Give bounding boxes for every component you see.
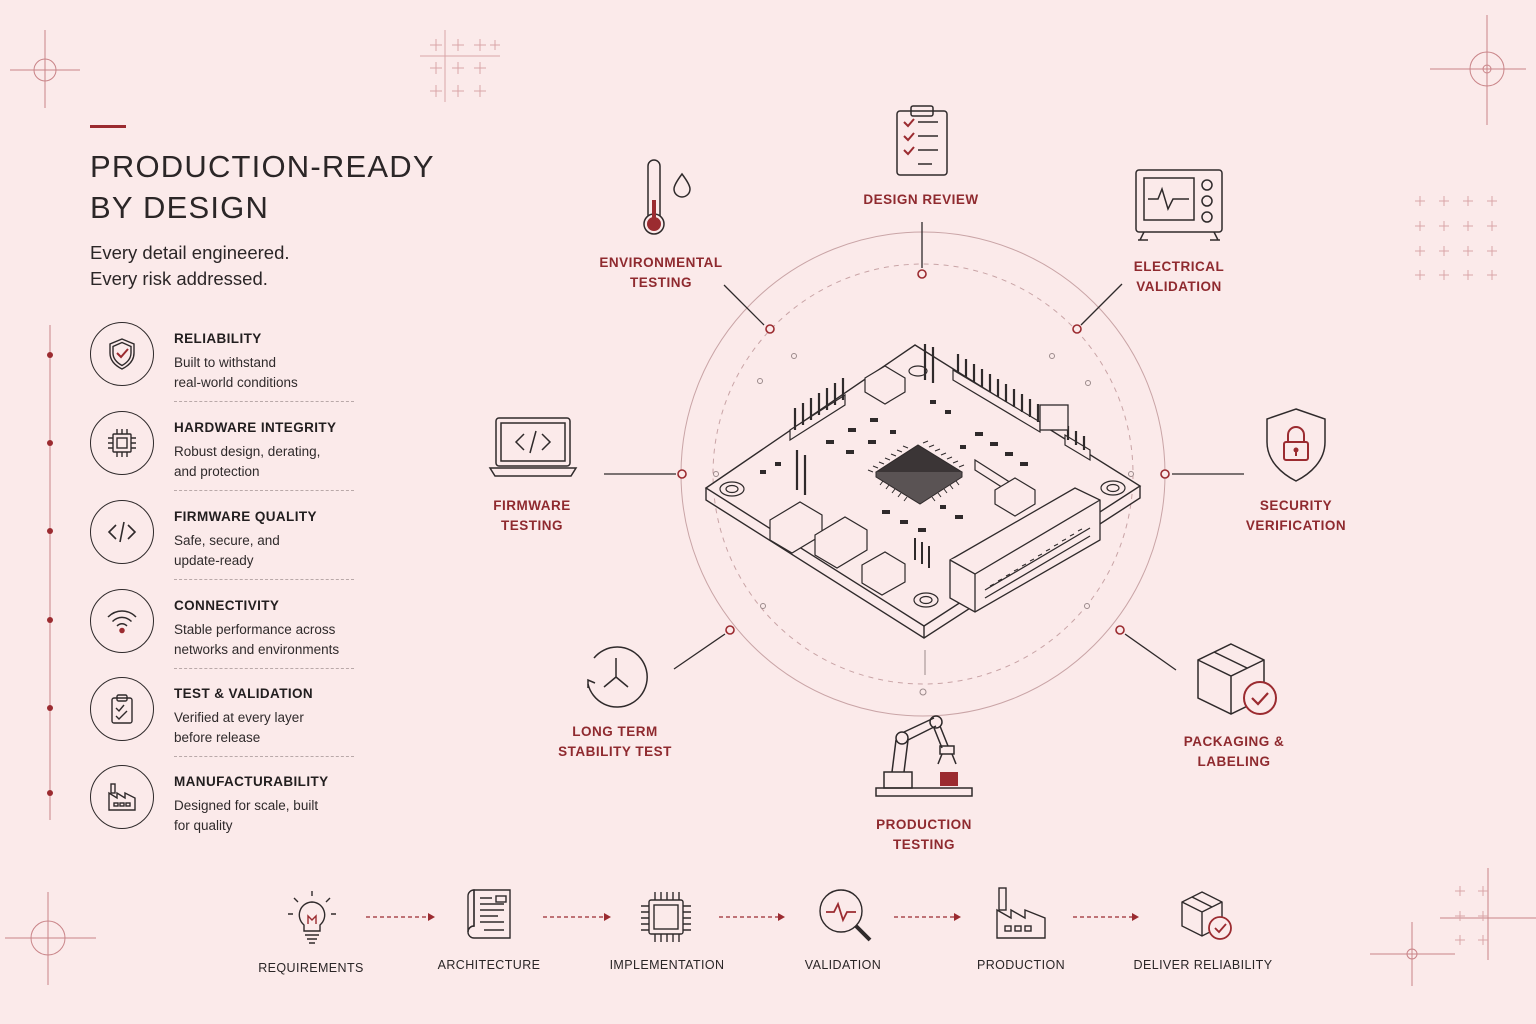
wheel-label-line-2: STABILITY TEST [558,743,672,759]
wheel-label-firmware-testing: FIRMWARE TESTING [493,496,571,535]
feature-manufacturability: MANUFACTURABILITY Designed for scale, bu… [90,765,354,853]
feature-description-line-1: Built to withstand [174,355,277,370]
feature-description: Stable performance across networks and e… [174,620,364,659]
feature-description-line-1: Robust design, derating, [174,444,321,459]
feature-description-line-2: for quality [174,817,233,833]
process-step-label: REQUIREMENTS [258,961,364,975]
chip-icon [90,411,154,475]
feature-description: Robust design, derating, and protection [174,442,364,481]
process-step-label: VALIDATION [804,958,882,972]
process-step-label: PRODUCTION [976,958,1066,972]
feature-connectivity: CONNECTIVITY Stable performance across n… [90,589,354,677]
shield-lock-icon [1266,408,1326,482]
feature-firmware-quality: FIRMWARE QUALITY Safe, secure, and updat… [90,500,354,588]
feature-description-line-2: and protection [174,463,260,479]
wheel-label-line-1: SECURITY [1259,498,1333,513]
wifi-icon [90,589,154,653]
wheel-label-line-1: ENVIRONMENTAL [599,255,723,270]
wheel-label-line-1: LONG TERM [572,724,658,739]
feature-divider [174,668,354,669]
page-title: PRODUCTION-READY BY DESIGN [90,146,435,228]
clock-refresh-icon [587,646,648,708]
wheel-label-security-verification: SECURITY VERIFICATION [1246,496,1346,535]
headline-accent-bar [90,125,126,128]
wheel-label-line-1: DESIGN REVIEW [863,192,979,207]
process-step-label: ARCHITECTURE [437,958,541,972]
feature-test-validation: TEST & VALIDATION Verified at every laye… [90,677,354,765]
tagline-line-2: Every risk addressed. [90,268,268,289]
wheel-label-line-1: PACKAGING & [1183,734,1285,749]
shield-check-icon [90,322,154,386]
feature-title: HARDWARE INTEGRITY [174,420,337,435]
wheel-label-long-term-stability: LONG TERM STABILITY TEST [558,722,672,761]
feature-title: RELIABILITY [174,331,262,346]
feature-description: Designed for scale, built for quality [174,796,364,835]
feature-divider [174,756,354,757]
pcb-board [704,344,1142,639]
feature-description: Safe, secure, and update-ready [174,531,364,570]
feature-description-line-2: before release [174,729,261,745]
blueprint-icon [467,889,511,939]
wheel-label-design-review: DESIGN REVIEW [863,190,978,210]
feature-description-line-1: Designed for scale, built [174,798,319,813]
wheel-label-line-2: TESTING [629,274,692,290]
oscilloscope-icon [1135,169,1223,241]
robot-arm-icon [875,715,973,797]
wheel-label-line-1: PRODUCTION [876,817,972,832]
feature-title: MANUFACTURABILITY [174,774,329,789]
wheel-label-line-2: LABELING [1197,753,1271,769]
feature-title: FIRMWARE QUALITY [174,509,317,524]
feature-description-line-2: update-ready [174,552,254,568]
feature-description: Built to withstand real-world conditions [174,353,364,392]
feature-description-line-1: Safe, secure, and [174,533,280,548]
package-check-icon [1197,643,1277,715]
feature-divider [174,490,354,491]
process-step-label: IMPLEMENTATION [609,958,725,972]
wheel-label-packaging-labeling: PACKAGING & LABELING [1184,732,1285,771]
factory-icon [90,765,154,829]
feature-description-line-2: networks and environments [174,641,340,657]
wheel-label-electrical-validation: ELECTRICAL VALIDATION [1134,257,1225,296]
thermometer-icon [643,159,691,235]
tagline: Every detail engineered. Every risk addr… [90,240,290,292]
clipboard-check-icon [90,677,154,741]
wheel-label-line-2: TESTING [892,836,955,852]
feature-description-line-1: Stable performance across [174,622,336,637]
wheel-label-line-2: VERIFICATION [1245,517,1347,533]
feature-title: CONNECTIVITY [174,598,280,613]
laptop-code-icon [488,417,578,477]
feature-divider [174,401,354,402]
wheel-label-line-1: ELECTRICAL [1133,259,1225,274]
tagline-line-1: Every detail engineered. [90,242,290,263]
lightbulb-icon [288,891,336,944]
feature-divider [174,579,354,580]
factory-icon [996,887,1046,939]
feature-reliability: RELIABILITY Built to withstand real-worl… [90,322,354,410]
chip-icon [641,892,691,942]
feature-description-line-2: real-world conditions [174,374,298,390]
feature-description: Verified at every layer before release [174,708,364,747]
wheel-label-line-1: FIRMWARE [493,498,571,513]
package-check-icon [1181,891,1232,940]
wheel-label-environmental-testing: ENVIRONMENTAL TESTING [599,253,722,292]
feature-title: TEST & VALIDATION [174,686,314,701]
wheel-label-production-testing: PRODUCTION TESTING [876,815,972,854]
wheel-label-line-2: VALIDATION [1136,278,1222,294]
clipboard-checklist-icon [896,105,948,176]
code-icon [90,500,154,564]
process-step-label: DELIVER RELIABILITY [1133,958,1273,972]
wheel-label-line-2: TESTING [500,517,563,533]
feature-description-line-1: Verified at every layer [174,710,304,725]
page-title-line-2: BY DESIGN [90,190,270,225]
magnifier-pulse-icon [819,889,872,942]
feature-hardware-integrity: HARDWARE INTEGRITY Robust design, derati… [90,411,354,499]
page-title-line-1: PRODUCTION-READY [90,149,435,184]
